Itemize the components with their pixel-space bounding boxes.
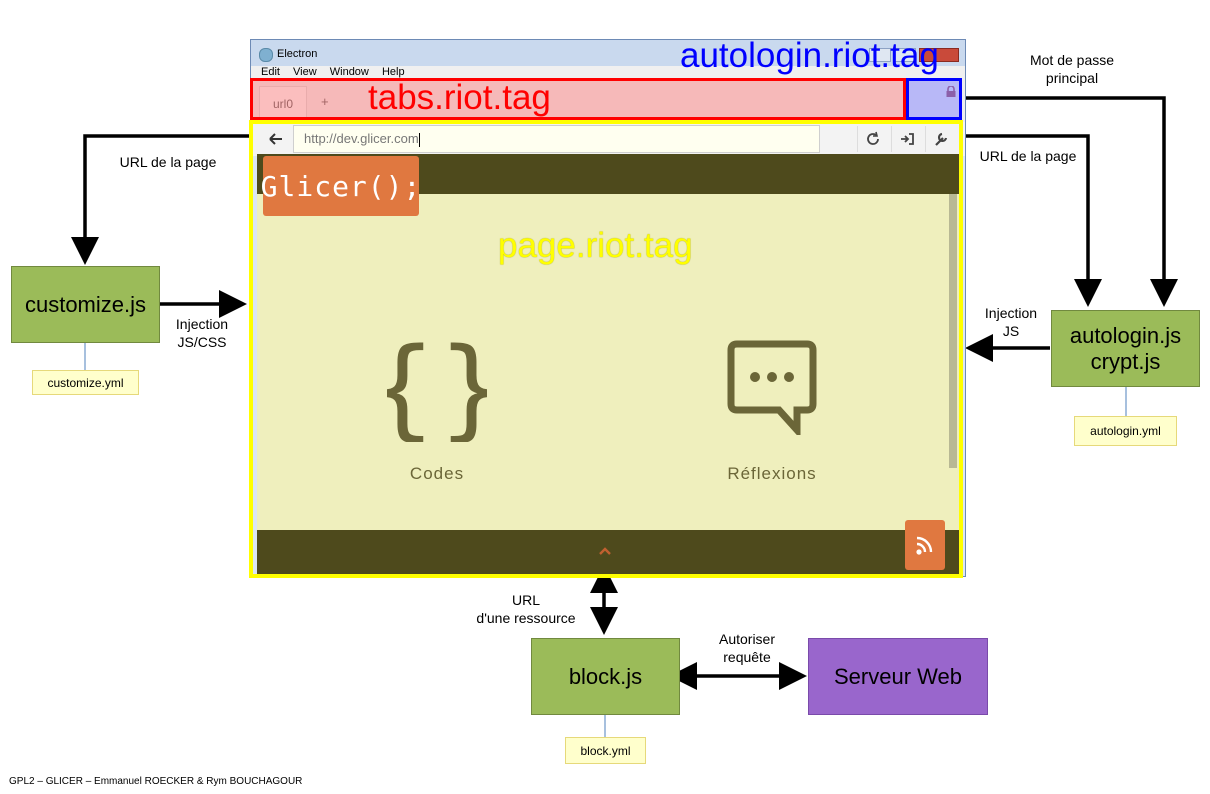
site-logo[interactable]: Glicer(); xyxy=(260,156,422,216)
wrench-icon[interactable] xyxy=(925,126,956,152)
tab-label: url0 xyxy=(272,96,293,111)
rss-icon[interactable] xyxy=(905,520,945,570)
injection-jscss-line1: Injection xyxy=(175,316,229,332)
password-line2: principal xyxy=(1045,70,1099,86)
arrow-url-to-autologin xyxy=(958,134,1102,307)
crypt-js-label: crypt.js xyxy=(1090,348,1161,374)
codes-label[interactable]: Codes xyxy=(409,464,465,483)
block-js-box: block.js xyxy=(531,638,680,715)
svg-text:{}: {} xyxy=(387,334,487,442)
resource-label: URL d'une ressource xyxy=(462,591,590,627)
text-cursor xyxy=(418,132,420,147)
url-page-right-label: URL de la page xyxy=(979,148,1077,164)
close-button[interactable] xyxy=(919,48,959,62)
injection-js-line2: JS xyxy=(1002,323,1020,339)
url-bar: http://dev.glicer.com xyxy=(251,122,965,156)
authorize-label: Autoriser requête xyxy=(700,630,794,666)
autologin-overlay xyxy=(906,78,962,120)
arrow-url-to-customize xyxy=(71,134,262,265)
autologin-overlay-label: autologin.riot.tag xyxy=(680,36,939,75)
injection-js-line1: Injection xyxy=(984,305,1038,321)
back-arrow-icon[interactable] xyxy=(263,128,289,150)
injection-jscss-line2: JS/CSS xyxy=(177,334,227,350)
block-yml-label: block.yml xyxy=(580,743,631,758)
customize-js-box: customize.js xyxy=(11,266,160,343)
resource-line1: URL xyxy=(511,592,540,608)
url-page-left-label: URL de la page xyxy=(119,154,217,170)
block-js-label: block.js xyxy=(568,663,643,689)
scrollbar[interactable] xyxy=(949,194,957,468)
braces-icon: {} xyxy=(367,324,507,452)
web-page: Glicer(); {} Codes Réflexions xyxy=(257,154,959,574)
authorize-line1: Autoriser xyxy=(718,631,776,647)
url-input[interactable]: http://dev.glicer.com xyxy=(293,125,820,153)
app-icon xyxy=(259,48,273,62)
menu-window[interactable]: Window xyxy=(329,66,369,78)
electron-window: Electron Edit View Window Help url0 + ht… xyxy=(250,39,966,577)
title-bar: Electron xyxy=(251,40,965,66)
customize-yml-box: customize.yml xyxy=(32,370,139,395)
tab-url0[interactable]: url0 xyxy=(259,86,307,120)
reflexions-label[interactable]: Réflexions xyxy=(727,464,817,483)
arrow-password-to-autologin xyxy=(935,96,1178,307)
authorize-line2: requête xyxy=(723,649,771,665)
maximize-button[interactable] xyxy=(894,48,916,62)
password-label: Mot de passe principal xyxy=(1012,51,1132,87)
menu-bar: Edit View Window Help xyxy=(251,66,965,80)
block-yml-box: block.yml xyxy=(565,737,646,764)
tabs-bar: url0 + xyxy=(251,80,965,122)
minimize-button[interactable] xyxy=(869,48,891,62)
injection-jscss-label: Injection JS/CSS xyxy=(160,315,244,351)
menu-view[interactable]: View xyxy=(293,66,317,78)
new-tab-button[interactable]: + xyxy=(321,94,329,109)
login-icon[interactable] xyxy=(891,126,922,152)
page-overlay xyxy=(249,120,963,578)
web-server-label: Serveur Web xyxy=(834,663,962,689)
customize-yml-label: customize.yml xyxy=(47,375,124,390)
autologin-js-label: autologin.js xyxy=(1069,322,1182,348)
autologin-js-box: autologin.js crypt.js xyxy=(1051,310,1200,387)
web-server-box: Serveur Web xyxy=(808,638,988,715)
menu-edit[interactable]: Edit xyxy=(261,66,280,78)
tabs-overlay xyxy=(250,78,906,120)
reload-icon[interactable] xyxy=(857,126,888,152)
scroll-up-icon[interactable] xyxy=(595,544,615,558)
tabs-overlay-label: tabs.riot.tag xyxy=(368,78,551,117)
injection-js-label: Injection JS xyxy=(975,304,1047,340)
customize-js-label: customize.js xyxy=(24,291,147,317)
autologin-yml-label: autologin.yml xyxy=(1090,424,1161,438)
footer-credits: GPL2 – GLICER – Emmanuel ROECKER & Rym B… xyxy=(9,776,303,787)
resource-line2: d'une ressource xyxy=(476,610,576,626)
autologin-yml-box: autologin.yml xyxy=(1074,416,1177,446)
page-overlay-label: page.riot.tag xyxy=(498,226,693,265)
logo-text: Glicer(); xyxy=(260,169,422,203)
url-text: http://dev.glicer.com xyxy=(304,131,419,146)
password-line1: Mot de passe xyxy=(1029,52,1115,68)
menu-help[interactable]: Help xyxy=(381,66,405,78)
speech-bubble-icon xyxy=(727,340,817,440)
window-title: Electron xyxy=(277,48,318,60)
